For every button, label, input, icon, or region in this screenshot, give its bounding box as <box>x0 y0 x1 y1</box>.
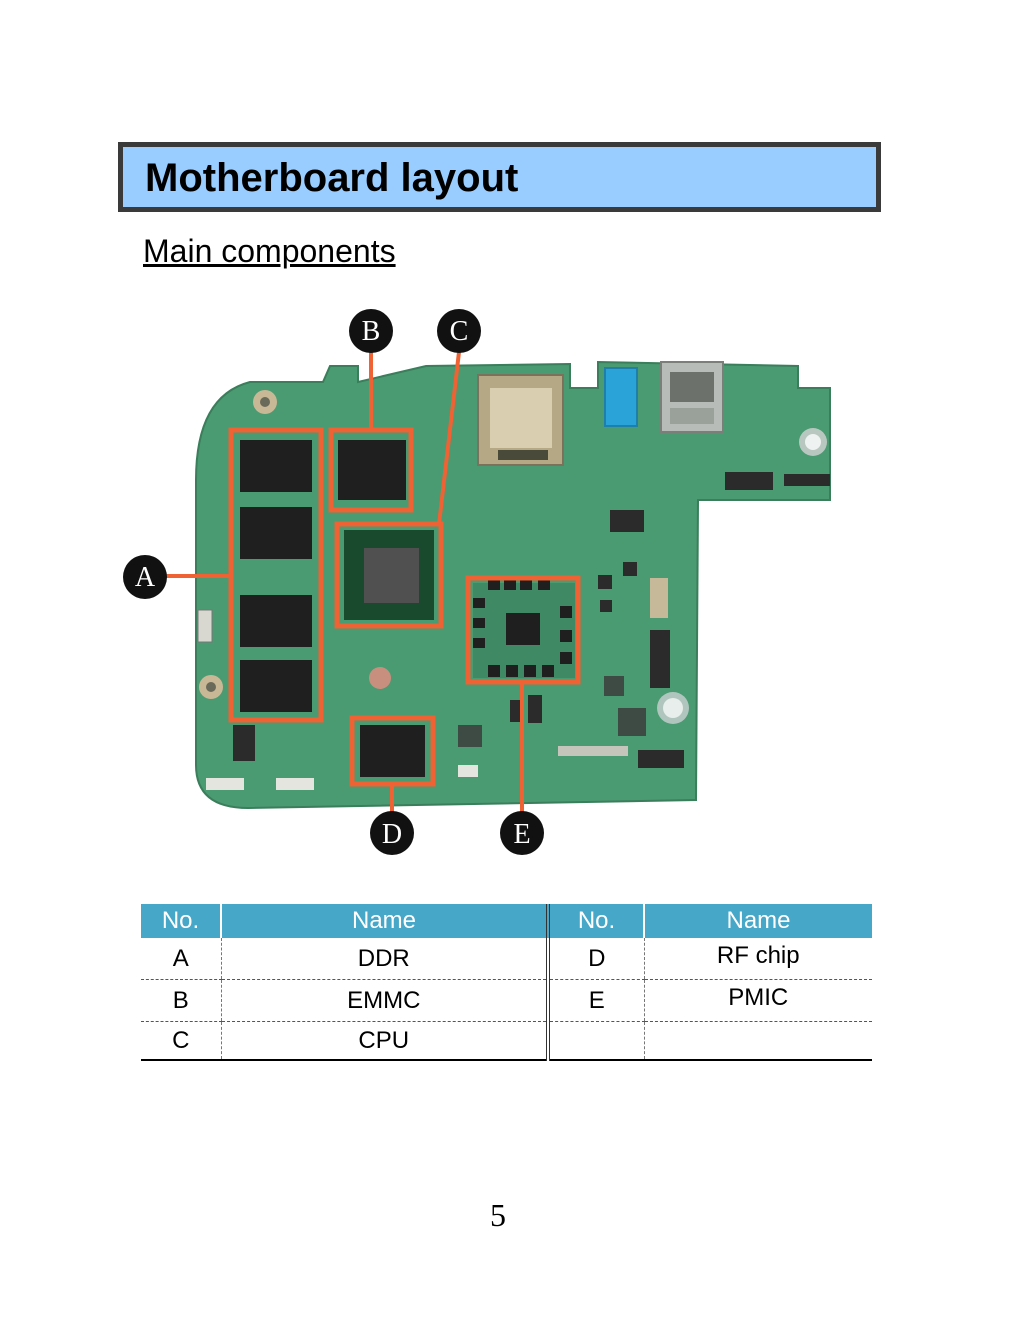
callout-label: A <box>135 562 156 593</box>
header-name: Name <box>220 904 548 938</box>
table-cell: RF chip <box>643 938 872 980</box>
table-row: C CPU <box>141 1021 872 1061</box>
header-no: No. <box>546 904 644 938</box>
mounting-hole <box>199 675 223 699</box>
callout-d: D <box>370 811 414 855</box>
table-cell: DDR <box>220 938 548 980</box>
component <box>600 600 612 612</box>
callout-label: B <box>362 316 381 347</box>
table-cell <box>546 1021 644 1061</box>
mounting-hole <box>253 390 277 414</box>
ddr-chip <box>240 595 312 647</box>
mounting-hole <box>799 428 827 456</box>
callout-a: A <box>123 555 167 599</box>
component <box>604 676 624 696</box>
table-cell: C <box>141 1021 221 1061</box>
callout-label: D <box>382 819 402 850</box>
bottom-connector <box>458 765 478 777</box>
table-cell: B <box>141 979 221 1022</box>
table-cell: CPU <box>220 1021 548 1061</box>
test-pad <box>369 667 391 689</box>
bottom-connector <box>638 750 684 768</box>
fpc-connector <box>725 472 773 490</box>
emmc-chip <box>338 440 406 500</box>
table-row: B EMMC E PMIC <box>141 979 872 1022</box>
table-header-row: No. Name No. Name <box>141 904 872 938</box>
table-row: A DDR D RF chip <box>141 938 872 980</box>
components-table: No. Name No. Name A DDR D RF chip B EMMC… <box>141 904 872 1061</box>
mounting-hole <box>657 692 689 724</box>
ddr-chip <box>240 507 312 559</box>
highlight-c <box>334 521 444 629</box>
table-cell: PMIC <box>643 979 872 1022</box>
component <box>598 575 612 589</box>
table-cell <box>643 1021 872 1061</box>
rf-chip <box>360 725 425 777</box>
header-no: No. <box>141 904 221 938</box>
table-cell: A <box>141 938 221 980</box>
fpc-connector <box>784 474 830 486</box>
callout-b: B <box>349 309 393 353</box>
ddr-chip <box>240 660 312 712</box>
blue-connector <box>604 367 638 427</box>
component <box>623 562 637 576</box>
side-connector <box>650 630 670 688</box>
section-title-bar: Motherboard layout <box>118 142 881 212</box>
cpu-chip <box>344 530 434 620</box>
bottom-connector <box>558 746 628 756</box>
side-connector <box>197 609 213 643</box>
side-connector <box>650 578 668 618</box>
side-connector <box>233 725 255 761</box>
component <box>510 700 520 722</box>
sd-card-slot <box>477 374 564 466</box>
callout-c: C <box>437 309 481 353</box>
callout-label: E <box>513 819 530 850</box>
motherboard-diagram: A B C D E <box>123 309 831 855</box>
header-name: Name <box>643 904 872 938</box>
page-title: Motherboard layout <box>145 156 519 200</box>
bottom-connector <box>206 778 244 790</box>
table-cell: EMMC <box>220 979 548 1022</box>
table-cell: E <box>546 979 644 1022</box>
component <box>528 695 542 723</box>
pmic-chip <box>473 580 575 678</box>
small-connector <box>610 510 644 532</box>
table-cell: D <box>546 938 644 980</box>
ddr-chip <box>240 440 312 492</box>
page-number: 5 <box>490 1197 506 1233</box>
usb-port <box>660 361 724 433</box>
component <box>618 708 646 736</box>
leader-line-c <box>437 351 461 525</box>
callout-label: C <box>450 316 469 347</box>
component <box>458 725 482 747</box>
subtitle: Main components <box>143 233 396 269</box>
callout-e: E <box>500 811 544 855</box>
bottom-connector <box>276 778 314 790</box>
